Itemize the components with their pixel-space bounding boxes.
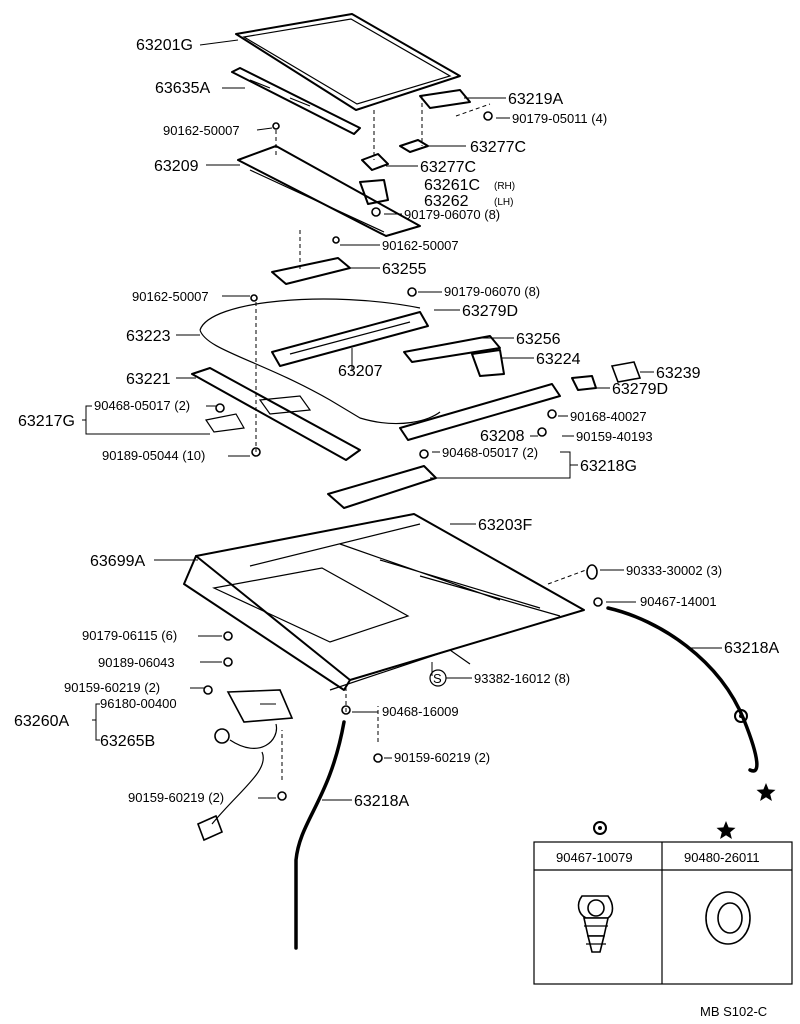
label-90168-40027: 90168-40027 xyxy=(570,409,647,424)
label-63635a: 63635A xyxy=(155,80,210,97)
label-63201g: 63201G xyxy=(136,37,193,54)
legend-clip-icon xyxy=(593,821,607,835)
label-90159-60219-b: 90159-60219 (2) xyxy=(394,750,490,765)
label-63261c: 63261C xyxy=(424,177,480,194)
bracket-63277c-lower-drawing xyxy=(361,153,389,171)
label-63218a-b: 63218A xyxy=(354,793,409,810)
label-63207: 63207 xyxy=(338,363,383,380)
leader-lines xyxy=(82,39,722,801)
label-90189-06043: 90189-06043 xyxy=(98,655,175,670)
label-90468-05017-a: 90468-05017 (2) xyxy=(94,398,190,413)
label-63279d-a: 63279D xyxy=(462,303,518,320)
drain-hose-right-drawing xyxy=(606,606,759,773)
sunroof-motor-drawing xyxy=(196,689,294,842)
label-90468-16009: 90468-16009 xyxy=(382,704,459,719)
bracket-63219a-drawing xyxy=(419,89,471,109)
label-90162-50007-b: 90162-50007 xyxy=(382,238,459,253)
legend-star-icon xyxy=(716,821,736,839)
label-63279d-b: 63279D xyxy=(612,381,668,398)
clip-90467-drawing xyxy=(577,895,614,953)
drive-cable-drawing xyxy=(199,298,441,425)
label-90162-50007-c: 90162-50007 xyxy=(132,289,209,304)
label-63217g: 63217G xyxy=(18,413,75,430)
symbol-markers: S xyxy=(429,669,776,801)
label-90189-05044: 90189-05044 (10) xyxy=(102,448,205,463)
label-63239: 63239 xyxy=(656,365,701,382)
guide-rail-63207-drawing xyxy=(271,311,429,367)
label-90179-06070-b: 90179-06070 (8) xyxy=(444,284,540,299)
label-63223: 63223 xyxy=(126,328,171,345)
label-63219a: 63219A xyxy=(508,91,563,108)
label-63261c-rh: (RH) xyxy=(494,181,515,192)
clip-marker-icon xyxy=(734,709,748,723)
s-circle-icon xyxy=(429,669,447,687)
label-93382-16012: 93382-16012 (8) xyxy=(474,671,570,686)
label-90468-05017-b: 90468-05017 (2) xyxy=(442,445,538,460)
bracket-63224-drawing xyxy=(471,349,505,377)
side-rail-63221-drawing xyxy=(191,367,361,461)
label-63208: 63208 xyxy=(480,428,525,445)
part-labels: 63201G 63635A 63219A 90179-05011 (4) 901… xyxy=(14,37,779,810)
label-90179-06115: 90179-06115 (6) xyxy=(82,628,177,643)
clip-63239-drawing xyxy=(610,361,642,383)
label-90179-05011: 90179-05011 (4) xyxy=(512,111,607,126)
star-marker-icon xyxy=(756,783,776,801)
label-63218g: 63218G xyxy=(580,458,637,475)
legend-col2-part: 90480-26011 xyxy=(684,850,760,865)
legend-box: 90467-10079 90480-26011 xyxy=(533,821,793,985)
label-90159-60219-c: 90159-60219 (2) xyxy=(128,790,224,805)
label-63277c-b: 63277C xyxy=(420,159,476,176)
side-rail-63208-drawing xyxy=(399,383,561,441)
label-63209: 63209 xyxy=(154,158,199,175)
label-63262-lh: (LH) xyxy=(494,197,513,208)
grommet-90480-drawing xyxy=(705,891,751,945)
label-63221: 63221 xyxy=(126,371,171,388)
link-63261c-drawing xyxy=(359,179,389,205)
label-63203f: 63203F xyxy=(478,517,532,534)
glass-panel-drawing xyxy=(235,13,461,111)
label-90179-06070-a: 90179-06070 (8) xyxy=(404,207,500,222)
legend-col1-part: 90467-10079 xyxy=(556,850,633,865)
label-90159-60219-a: 90159-60219 (2) xyxy=(64,680,160,695)
diagram-reference: MB S102-C xyxy=(700,1004,767,1019)
bracket-63255-drawing xyxy=(271,257,351,285)
label-90162-50007-a: 90162-50007 xyxy=(163,123,240,138)
bracket-63277c-upper-drawing xyxy=(399,139,429,153)
drain-hose-left-drawing xyxy=(294,720,346,950)
label-63224: 63224 xyxy=(536,351,581,368)
sunroof-housing-drawing xyxy=(183,513,585,691)
label-96180-00400: 96180-00400 xyxy=(100,696,177,711)
clip-63279d-drawing xyxy=(571,375,597,391)
bracket-63218g-drawing xyxy=(327,465,437,509)
side-trim-drawing xyxy=(231,67,361,135)
sunshade-frame-drawing xyxy=(237,145,421,237)
label-90467-14001: 90467-14001 xyxy=(640,594,717,609)
label-63218a-a: 63218A xyxy=(724,640,779,657)
label-63699a: 63699A xyxy=(90,553,145,570)
s-symbol: S xyxy=(433,671,442,686)
label-63262: 63262 xyxy=(424,193,469,210)
label-63255: 63255 xyxy=(382,261,427,278)
label-90333-30002: 90333-30002 (3) xyxy=(626,563,722,578)
label-63277c-a: 63277C xyxy=(470,139,526,156)
rail-63256-drawing xyxy=(403,335,501,363)
label-63265b: 63265B xyxy=(100,733,155,750)
label-63260a: 63260A xyxy=(14,713,69,730)
label-63256: 63256 xyxy=(516,331,561,348)
label-90159-40193: 90159-40193 xyxy=(576,429,653,444)
fasteners xyxy=(203,111,603,801)
